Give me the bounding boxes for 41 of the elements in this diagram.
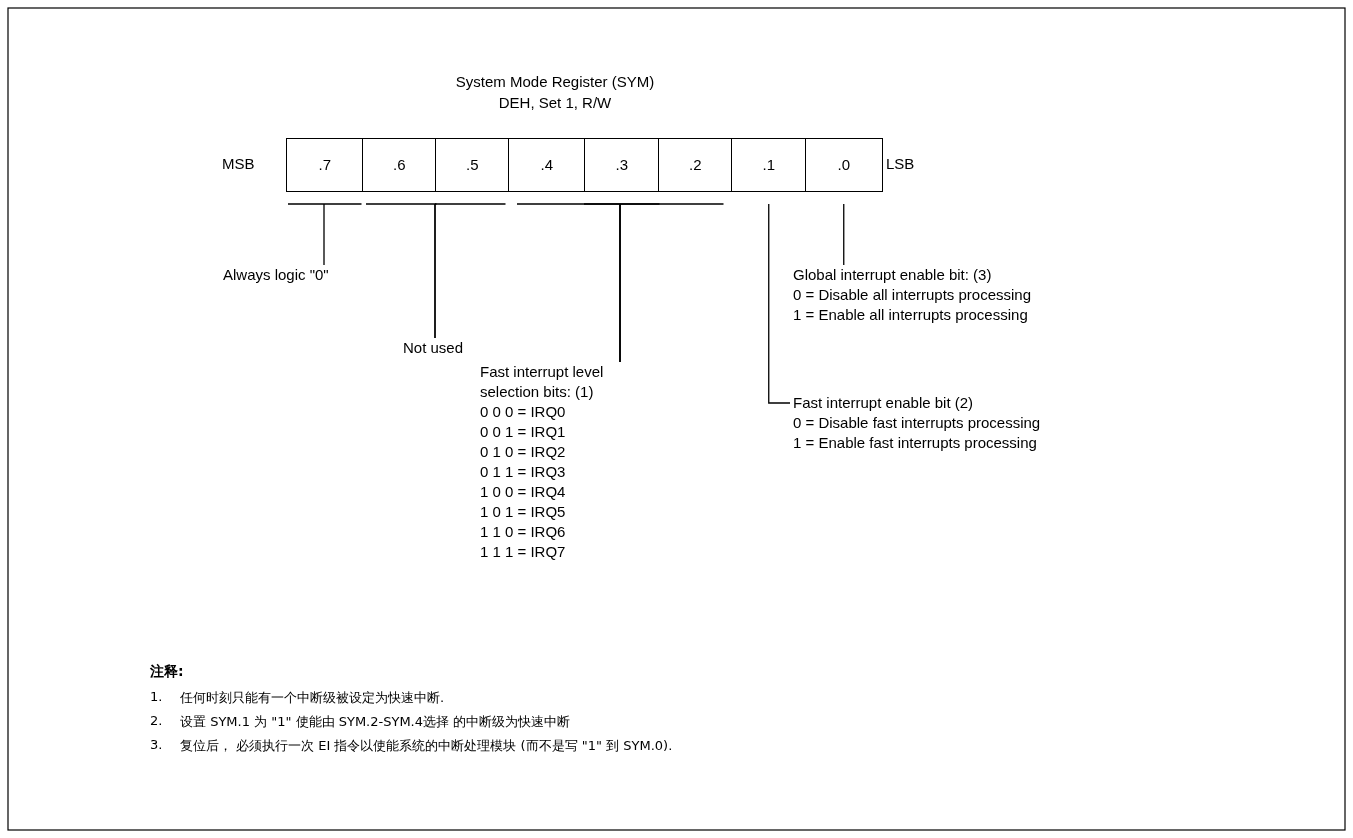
bit-value-line: 0 = Disable fast interrupts processing: [793, 413, 1041, 433]
register-bit-cell: .1: [731, 138, 807, 192]
bit-description: Fast interrupt enable bit (2): [793, 393, 975, 413]
bit-description: Not used: [403, 338, 464, 358]
bit-value-line: 0 = Disable all interrupts processing: [793, 285, 1032, 305]
note-number: 1.: [150, 689, 163, 704]
bit-value-line: 0 1 0 = IRQ2: [480, 442, 567, 462]
bit-value-line: 1 1 1 = IRQ7: [480, 542, 567, 562]
leader-line: [434, 203, 507, 339]
leader-line: [287, 203, 363, 266]
leader-line: [619, 203, 725, 363]
note-text: 复位后， 必须执行一次 EI 指令以使能系统的中断处理模块 (而不是写 "1" 到 SYM.0).: [180, 737, 673, 755]
register-bit-cell: .4: [508, 138, 586, 192]
msb-label: MSB: [222, 155, 255, 172]
register-title: System Mode Register (SYM): [454, 73, 656, 90]
note-text: 设置 SYM.1 为 "1" 使能由 SYM.2-SYM.4选择 的中断级为快速中断: [180, 713, 571, 731]
register-subtitle: DEH, Set 1, R/W: [497, 94, 613, 111]
bit-value-line: 1 = Enable all interrupts processing: [793, 305, 1029, 325]
bit-description: Fast interrupt level selection bits: (1): [480, 362, 605, 402]
bit-description: Global interrupt enable bit: (3): [793, 265, 993, 285]
register-bit-cell: .2: [658, 138, 733, 192]
register-bit-cell: .7: [286, 138, 364, 192]
register-bit-cell: .0: [805, 138, 883, 192]
bit-value-line: 1 = Enable fast interrupts processing: [793, 433, 1038, 453]
register-bit-cell: .5: [435, 138, 510, 192]
bit-value-line: 1 0 1 = IRQ5: [480, 502, 567, 522]
register-bit-cell: .6: [362, 138, 437, 192]
bit-value-line: 0 0 1 = IRQ1: [480, 422, 567, 442]
note-text: 任何时刻只能有一个中断级被设定为快速中断.: [180, 689, 445, 707]
bit-value-line: 1 0 0 = IRQ4: [480, 482, 567, 502]
bit-value-line: 0 0 0 = IRQ0: [480, 402, 567, 422]
leader-line: [843, 203, 845, 266]
leader-line: [768, 203, 791, 404]
note-number: 2.: [150, 713, 163, 728]
bit-description: Always logic "0": [223, 265, 329, 285]
lsb-label: LSB: [886, 155, 915, 172]
note-number: 3.: [150, 737, 163, 752]
notes-heading: 注释:: [150, 663, 184, 681]
register-bit-cell: .3: [584, 138, 660, 192]
bit-value-line: 1 1 0 = IRQ6: [480, 522, 567, 542]
bit-value-line: 0 1 1 = IRQ3: [480, 462, 567, 482]
